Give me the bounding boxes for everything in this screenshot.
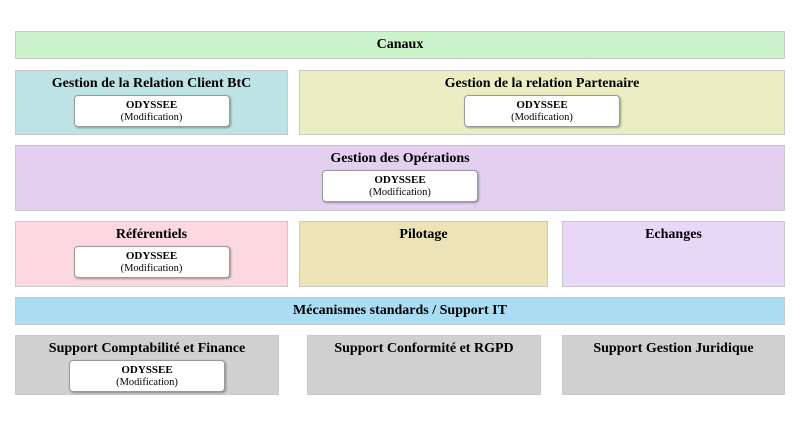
block-echanges: Echanges <box>562 221 785 287</box>
block-canaux-label: Canaux <box>376 37 424 52</box>
block-referentiels-title: Référentiels <box>115 227 188 242</box>
app-box-odyssee-referentiels: ODYSSEE (Modification) <box>73 246 230 278</box>
block-support-it: Mécanismes standards / Support IT <box>15 297 785 325</box>
block-support-juridique: Support Gestion Juridique <box>562 335 785 395</box>
app-box-odyssee-operations: ODYSSEE (Modification) <box>322 170 478 202</box>
block-support-juridique-title: Support Gestion Juridique <box>593 341 754 356</box>
app-name: ODYSSEE <box>125 99 178 111</box>
block-support-it-label: Mécanismes standards / Support IT <box>293 303 507 318</box>
block-relation-client-btc-title: Gestion de la Relation Client BtC <box>51 76 252 91</box>
app-name: ODYSSEE <box>121 364 173 376</box>
app-status: (Modification) <box>120 263 183 274</box>
app-status: (Modification) <box>116 377 178 388</box>
app-box-odyssee-client-btc: ODYSSEE (Modification) <box>73 95 230 127</box>
block-support-comptabilite: Support Comptabilité et Finance ODYSSEE … <box>15 335 279 395</box>
block-pilotage: Pilotage <box>299 221 548 287</box>
app-box-odyssee-partenaire: ODYSSEE (Modification) <box>464 95 620 127</box>
block-relation-client-btc: Gestion de la Relation Client BtC ODYSSE… <box>15 70 288 135</box>
app-name: ODYSSEE <box>374 174 426 186</box>
block-referentiels: Référentiels ODYSSEE (Modification) <box>15 221 288 287</box>
app-name: ODYSSEE <box>516 99 568 111</box>
app-name: ODYSSEE <box>125 250 178 262</box>
app-box-odyssee-comptabilite: ODYSSEE (Modification) <box>69 360 225 392</box>
block-gestion-operations-title: Gestion des Opérations <box>330 151 470 166</box>
block-echanges-title: Echanges <box>645 227 702 242</box>
block-support-comptabilite-title: Support Comptabilité et Finance <box>48 341 246 356</box>
block-relation-partenaire-title: Gestion de la relation Partenaire <box>444 76 640 91</box>
block-canaux: Canaux <box>15 31 785 59</box>
block-pilotage-title: Pilotage <box>399 227 448 242</box>
block-support-conformite: Support Conformité et RGPD <box>307 335 541 395</box>
app-status: (Modification) <box>511 112 573 123</box>
block-support-conformite-title: Support Conformité et RGPD <box>334 341 514 356</box>
app-status: (Modification) <box>120 112 183 123</box>
block-relation-partenaire: Gestion de la relation Partenaire ODYSSE… <box>299 70 785 135</box>
capability-map-diagram: Canaux Gestion de la Relation Client BtC… <box>15 31 785 395</box>
block-gestion-operations: Gestion des Opérations ODYSSEE (Modifica… <box>15 145 785 211</box>
app-status: (Modification) <box>369 187 431 198</box>
